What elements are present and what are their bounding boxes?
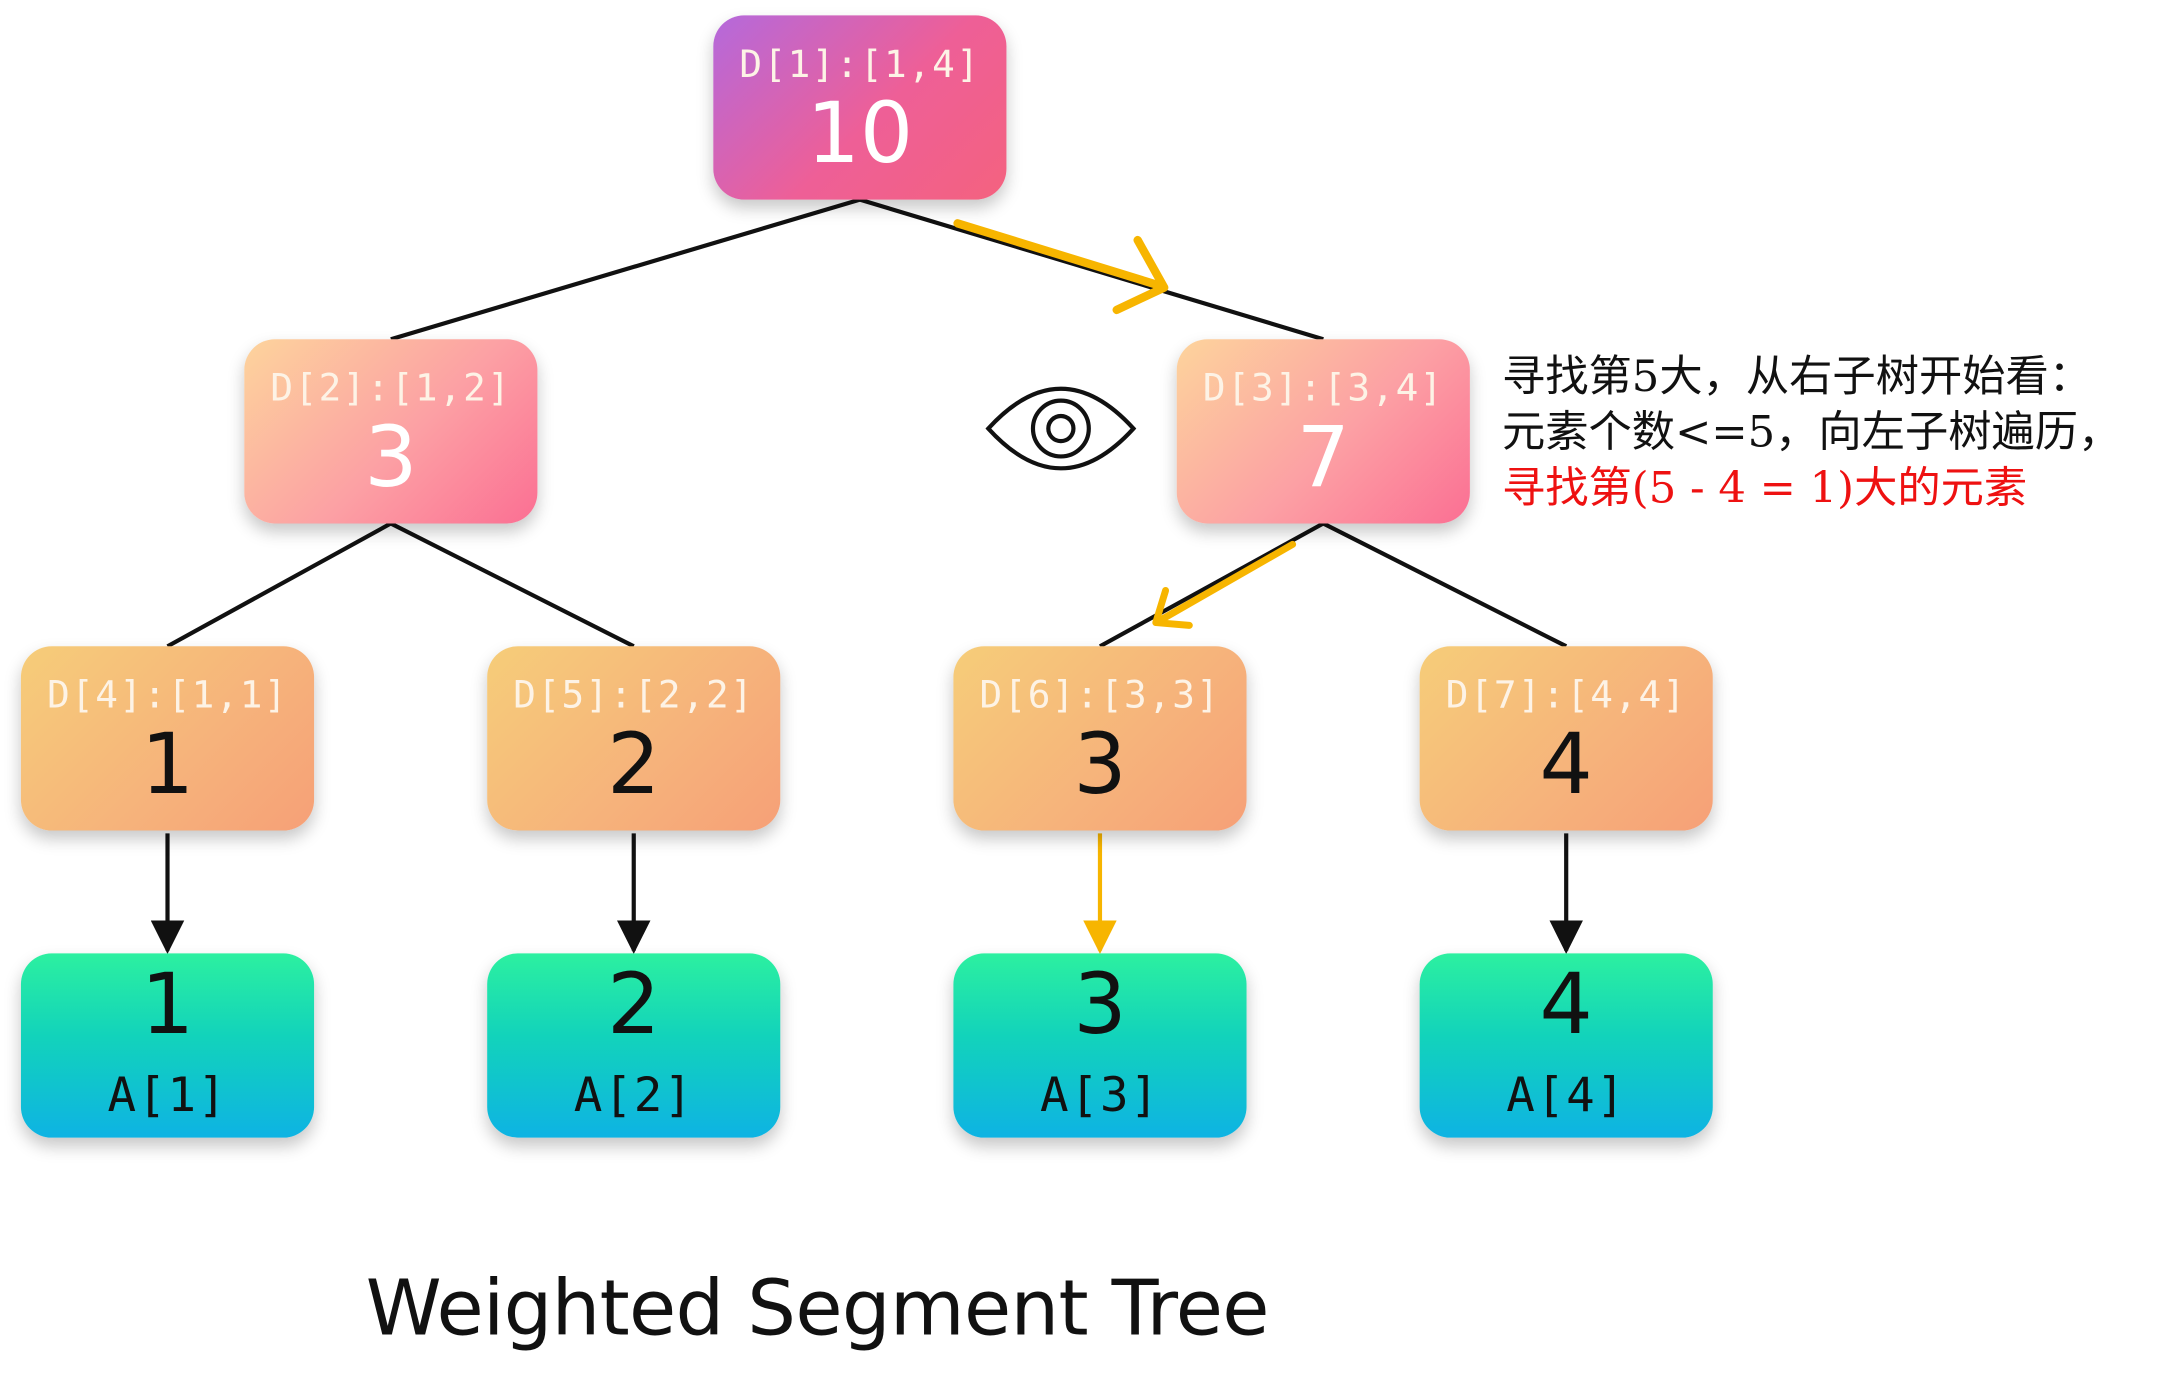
note-line-3: 寻找第(5 - 4 = 1)大的元素 bbox=[1501, 463, 2028, 514]
node-value: 3 bbox=[364, 408, 418, 507]
edge-d2-d5 bbox=[389, 521, 635, 649]
leaf-a1: 1 A[1] bbox=[20, 953, 315, 1138]
node-label: D[3]:[3,4] bbox=[1202, 367, 1444, 411]
leaf-value: 3 bbox=[1073, 956, 1127, 1054]
edge-d1-d2 bbox=[390, 197, 861, 342]
leaf-label: A[3] bbox=[1040, 1067, 1160, 1124]
leaf-a4: 4 A[4] bbox=[1419, 953, 1713, 1138]
node-value: 7 bbox=[1296, 408, 1350, 507]
node-label: D[1]:[1,4] bbox=[739, 43, 981, 87]
edge-d3-d6 bbox=[1098, 521, 1325, 649]
node-d6: D[6]:[3,3] 3 bbox=[953, 646, 1247, 831]
node-d5: D[5]:[2,2] 2 bbox=[487, 646, 781, 831]
node-value: 2 bbox=[607, 716, 661, 814]
node-label: D[2]:[1,2] bbox=[270, 367, 512, 411]
node-label: D[4]:[1,1] bbox=[47, 674, 288, 718]
leaf-value: 1 bbox=[140, 956, 195, 1054]
highlight-arrow-root-right bbox=[953, 219, 1169, 315]
leaf-value: 4 bbox=[1539, 956, 1593, 1054]
highlight-arrow-right-left bbox=[1152, 540, 1297, 629]
node-d1: D[1]:[1,4] 10 bbox=[713, 15, 1007, 200]
node-d3: D[3]:[3,4] 7 bbox=[1176, 339, 1470, 524]
note-line-1: 寻找第5大，从右子树开始看： bbox=[1501, 351, 2093, 403]
node-label: D[6]:[3,3] bbox=[979, 674, 1221, 718]
leaf-a3: 3 A[3] bbox=[953, 953, 1247, 1138]
eye-icon bbox=[985, 386, 1137, 471]
leaf-label: A[1] bbox=[107, 1067, 228, 1124]
leaf-a2: 2 A[2] bbox=[487, 953, 781, 1138]
node-d2: D[2]:[1,2] 3 bbox=[244, 339, 538, 524]
node-value: 3 bbox=[1073, 716, 1127, 814]
node-label: D[5]:[2,2] bbox=[513, 674, 755, 718]
note-line-2: 元素个数<=5，向左子树遍历， bbox=[1501, 407, 2122, 458]
leaf-label: A[2] bbox=[573, 1067, 694, 1124]
edge-d3-d7 bbox=[1322, 521, 1568, 649]
node-d7: D[7]:[4,4] 4 bbox=[1419, 646, 1713, 831]
node-d4: D[4]:[1,1] 1 bbox=[20, 646, 315, 831]
node-value: 1 bbox=[140, 716, 195, 814]
node-label: D[7]:[4,4] bbox=[1445, 674, 1687, 718]
traversal-note: 寻找第5大，从右子树开始看： 元素个数<=5，向左子树遍历， 寻找第(5 - 4… bbox=[1502, 349, 2121, 517]
leaf-label: A[4] bbox=[1506, 1067, 1627, 1124]
edge-d2-d4 bbox=[166, 521, 392, 649]
edge-d1-d3 bbox=[859, 197, 1324, 342]
node-value: 10 bbox=[806, 85, 914, 183]
leaf-value: 2 bbox=[607, 956, 661, 1054]
node-value: 4 bbox=[1539, 716, 1593, 814]
diagram-title: Weighted Segment Tree bbox=[365, 1263, 1270, 1353]
